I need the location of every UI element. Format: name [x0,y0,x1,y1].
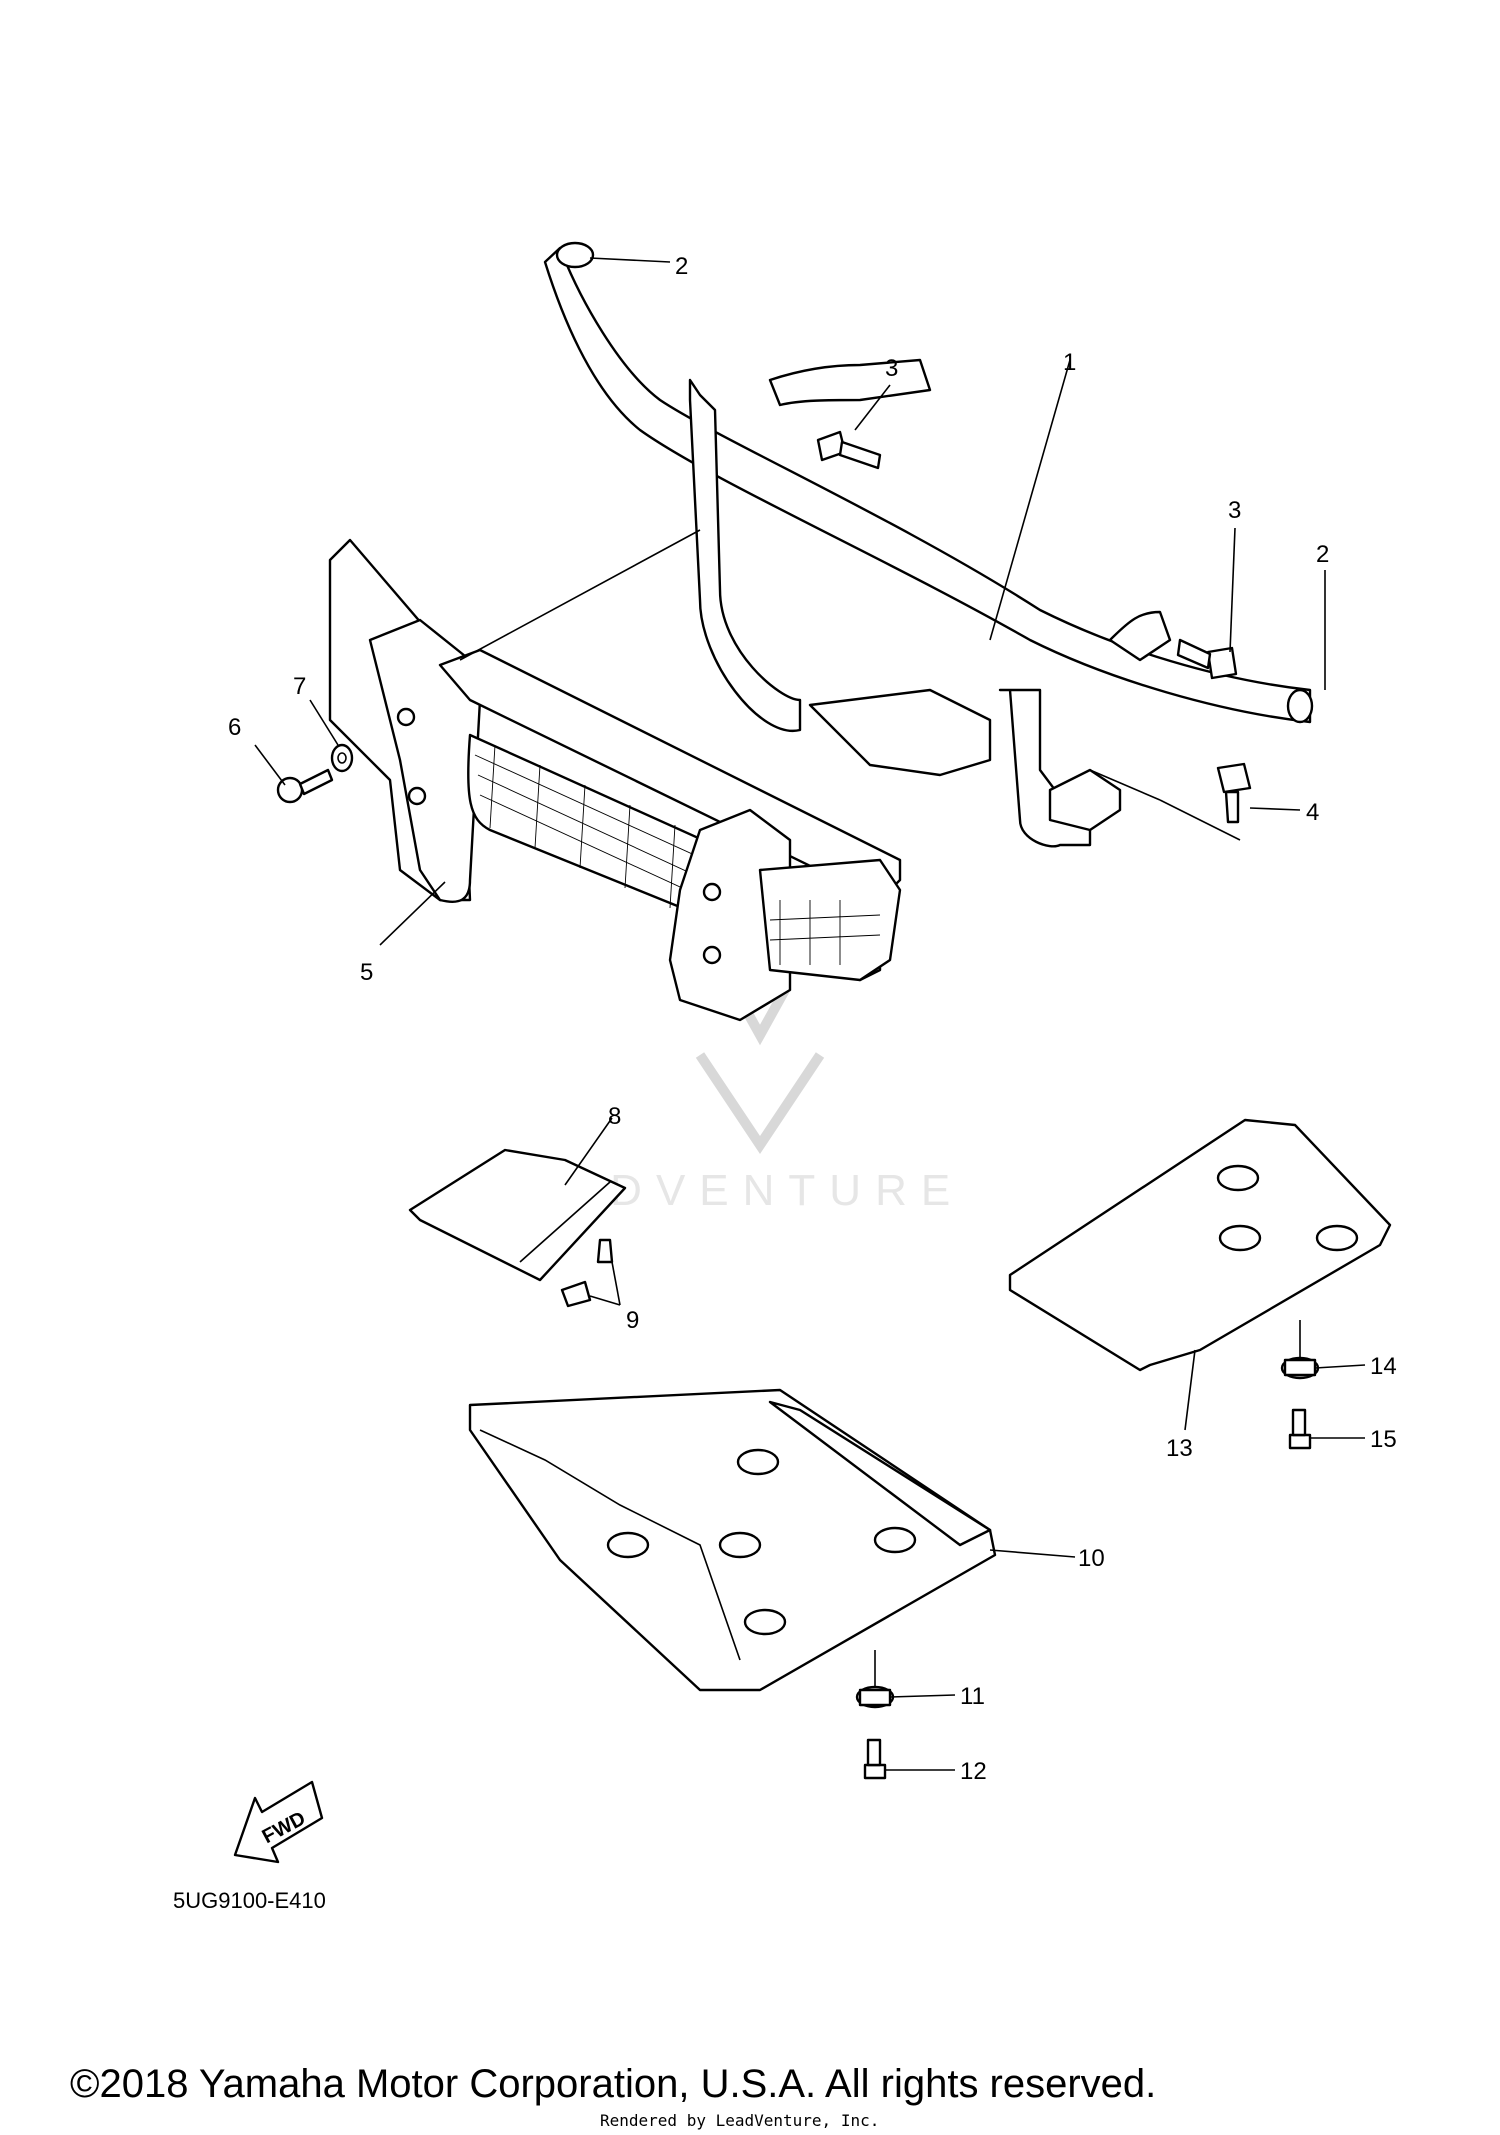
skid-plate-part-13[interactable] [1008,1118,1392,1372]
callout-9: 9 [626,1307,639,1334]
callout-8: 8 [608,1103,621,1130]
front-bumper-part-5[interactable] [328,538,902,1022]
bolt-part-3b[interactable] [1176,638,1238,680]
leader-lines [254,257,1366,1771]
callout-6: 6 [228,714,241,741]
callout-12: 12 [960,1758,987,1785]
bolt-part-15[interactable] [1288,1408,1312,1450]
screw-part-6[interactable] [276,768,334,804]
fwd-arrow-icon: FWD [233,1780,324,1864]
callout-5: 5 [360,959,373,986]
callout-15: 15 [1370,1426,1397,1453]
screw-part-9[interactable] [560,1238,614,1308]
callout-13: 13 [1166,1435,1193,1462]
small-plate-part-8[interactable] [408,1148,627,1282]
collar-part-14[interactable] [1280,1356,1320,1380]
callout-2-right: 2 [1316,541,1329,568]
callout-2-top: 2 [675,253,688,280]
callout-3-right: 3 [1228,497,1241,524]
bolt-part-3a[interactable] [816,430,882,470]
copyright-notice: ©2018 Yamaha Motor Corporation, U.S.A. A… [70,2062,1156,2106]
washer-part-7[interactable] [330,743,354,773]
callout-3-top: 3 [885,355,898,382]
callout-7: 7 [293,673,306,700]
callout-11: 11 [960,1683,985,1710]
callout-4: 4 [1306,799,1319,826]
callout-14: 14 [1370,1353,1397,1380]
bolt-part-12[interactable] [863,1738,887,1780]
callout-1: 1 [1063,349,1076,376]
rendered-by-notice: Rendered by LeadVenture, Inc. [600,2111,879,2130]
diagram-code: 5UG9100-E410 [173,1888,326,1913]
skid-plate-part-10[interactable] [468,1388,997,1692]
collar-part-11[interactable] [855,1685,895,1709]
guard-tube-part-1[interactable] [543,241,1314,848]
callout-10: 10 [1078,1545,1105,1572]
bolt-part-4[interactable] [1216,762,1252,824]
